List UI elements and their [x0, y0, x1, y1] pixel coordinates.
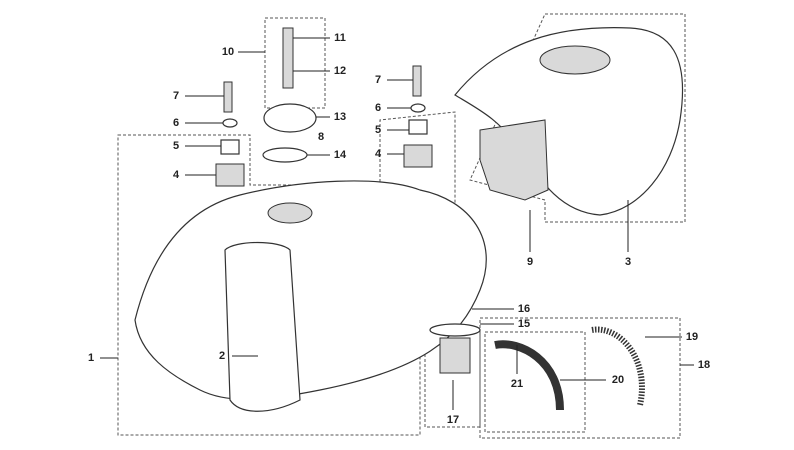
callout-5-left: 5: [172, 140, 180, 152]
callout-7-left: 7: [172, 90, 180, 102]
filler-neck: [267, 202, 313, 224]
fuel-tap: [439, 337, 471, 374]
cap-pin: [282, 27, 294, 89]
washer-left: [222, 118, 238, 128]
callout-16: 16: [517, 303, 531, 315]
fuel-hose: [494, 340, 564, 411]
leader-lines: [100, 37, 694, 410]
tank-front-panel: [224, 241, 301, 412]
hose-spring: [591, 326, 645, 406]
callout-8: 8: [317, 131, 325, 143]
fuel-cap: [263, 103, 317, 133]
callout-6-right: 6: [374, 102, 382, 114]
callout-9: 9: [526, 256, 534, 268]
callout-12: 12: [333, 65, 347, 77]
group-box-18: [479, 317, 681, 439]
fuel-tank: [134, 180, 487, 401]
bolt-right: [412, 65, 422, 97]
callout-4-right: 4: [374, 148, 382, 160]
callout-2: 2: [218, 350, 226, 362]
group-box-20: [484, 331, 586, 433]
grommet-left: [215, 163, 245, 187]
callout-1: 1: [87, 352, 95, 364]
callout-7-right: 7: [374, 74, 382, 86]
callout-4-left: 4: [172, 169, 180, 181]
callout-20: 20: [611, 374, 625, 386]
group-box-1: [117, 111, 456, 436]
callout-18: 18: [697, 359, 711, 371]
callout-11: 11: [334, 32, 346, 44]
callout-6-left: 6: [172, 117, 180, 129]
callout-15: 15: [517, 318, 531, 330]
washer: [262, 147, 308, 163]
group-box-10: [264, 17, 326, 109]
callout-19: 19: [685, 331, 699, 343]
callout-13: 13: [333, 111, 347, 123]
washer-right: [410, 103, 426, 113]
bolt-left: [223, 81, 233, 113]
spacer-right: [408, 119, 428, 135]
tap-gasket: [429, 323, 481, 337]
group-box-3: [469, 13, 686, 223]
callout-5-right: 5: [374, 124, 382, 136]
callout-10: 10: [221, 46, 235, 58]
grommet-right: [403, 144, 433, 168]
spacer-left: [220, 139, 240, 155]
heat-shield: [479, 119, 549, 201]
callout-21: 21: [510, 378, 524, 390]
callout-17: 17: [446, 414, 460, 426]
callout-3: 3: [624, 256, 632, 268]
callout-14: 14: [333, 149, 347, 161]
tank-cover-opening: [539, 45, 611, 75]
